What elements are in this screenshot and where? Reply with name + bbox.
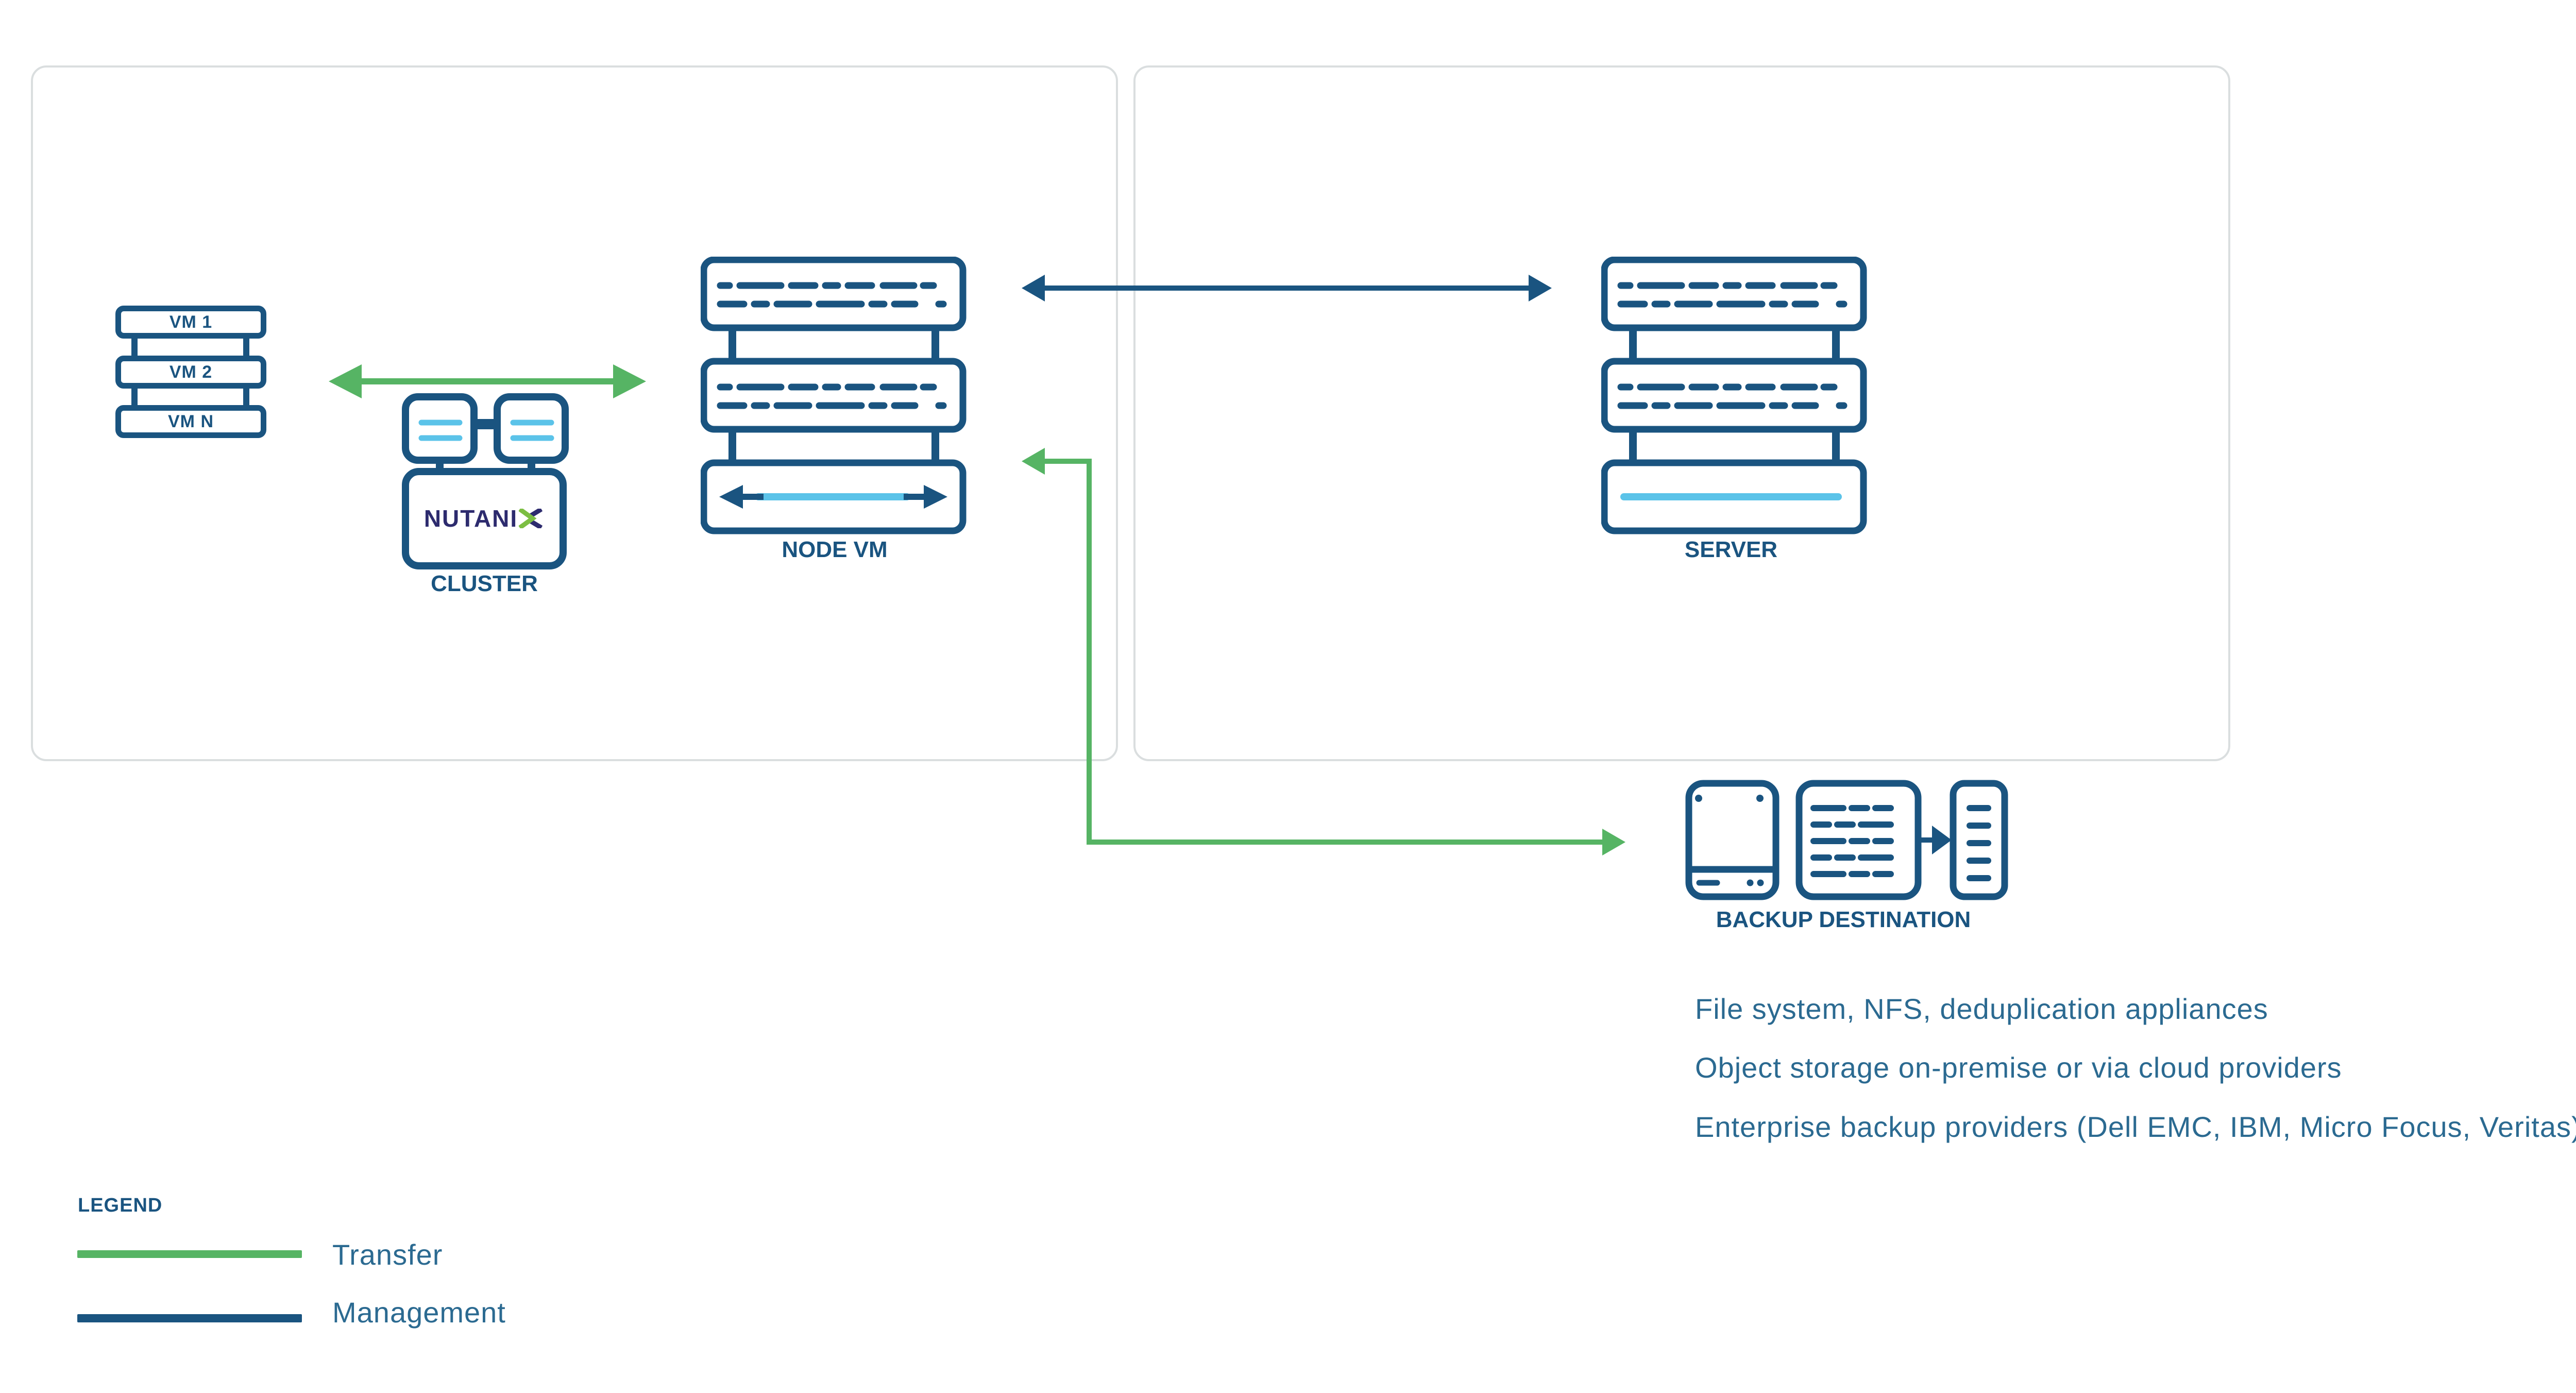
management-arrow-icon bbox=[1022, 275, 1552, 301]
backup-flow-arrow-icon bbox=[1919, 826, 1952, 854]
legend-management-line bbox=[77, 1314, 302, 1322]
nutanix-x-icon bbox=[519, 509, 543, 528]
vm-box-1: VM 1 bbox=[115, 306, 266, 339]
transfer-elbow-arrow-icon bbox=[1022, 448, 1625, 855]
legend-transfer-line bbox=[77, 1250, 302, 1258]
backup-destination-label: BACKUP DESTINATION bbox=[1716, 907, 1971, 932]
nutanix-logo: NUTANI bbox=[424, 505, 543, 532]
legend-title: LEGEND bbox=[78, 1195, 163, 1216]
file-storage-icon bbox=[1795, 780, 1922, 900]
backup-note-3: Enterprise backup providers (Dell EMC, I… bbox=[1695, 1111, 2576, 1143]
vm-box-1-label: VM 1 bbox=[169, 312, 213, 332]
transfer-arrow-vms-nodevm-icon bbox=[329, 364, 646, 398]
vm-box-2: VM 2 bbox=[115, 356, 266, 389]
backup-destination-icons bbox=[1685, 780, 2008, 900]
node-vm-icon bbox=[701, 257, 967, 534]
vm-box-2-label: VM 2 bbox=[169, 362, 213, 382]
nutanix-logo-text: NUTANI bbox=[423, 505, 518, 532]
storage-appliance-icon bbox=[1685, 780, 1780, 900]
server-icon bbox=[1601, 257, 1867, 534]
tape-unit-icon bbox=[1950, 780, 2008, 900]
vm-box-n: VM N bbox=[115, 405, 266, 438]
legend-transfer-label: Transfer bbox=[332, 1238, 443, 1271]
server-label: SERVER bbox=[1684, 537, 1778, 562]
node-vm-label: NODE VM bbox=[782, 537, 888, 562]
cluster-label: CLUSTER bbox=[431, 571, 538, 596]
legend-management-label: Management bbox=[332, 1296, 506, 1329]
vm-box-n-label: VM N bbox=[168, 411, 214, 431]
backup-note-1: File system, NFS, deduplication applianc… bbox=[1695, 993, 2268, 1025]
cluster-icon bbox=[402, 393, 569, 569]
backup-note-2: Object storage on-premise or via cloud p… bbox=[1695, 1051, 2342, 1084]
